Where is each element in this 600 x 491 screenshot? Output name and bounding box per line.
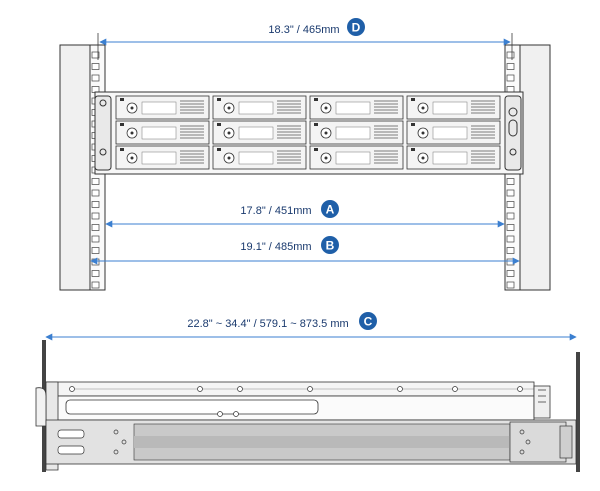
dimension-a-label: 17.8" / 451mm xyxy=(240,205,311,217)
dimension-b-label: 19.1" / 485mm xyxy=(240,241,311,253)
drive-bay xyxy=(406,145,501,170)
drive-bay xyxy=(309,145,404,170)
rear-post xyxy=(576,352,580,472)
drive-bay xyxy=(212,95,307,120)
drive-bay xyxy=(406,120,501,145)
drive-bay xyxy=(212,120,307,145)
dimension-b-letter: B xyxy=(326,239,335,253)
dimension-a-badge xyxy=(321,200,339,218)
dimension-c-letter: C xyxy=(364,315,373,329)
dimension-b-badge xyxy=(321,236,339,254)
drive-bay xyxy=(309,120,404,145)
drive-bay xyxy=(212,145,307,170)
inner-rail xyxy=(45,381,535,421)
dimension-a: 17.8" / 451mm A xyxy=(105,200,505,228)
drive-bay xyxy=(309,95,404,120)
outer-rail xyxy=(45,419,577,465)
dimension-d: 18.3" / 465mm D xyxy=(97,18,513,60)
front-view: 18.3" / 465mm D 17.8" / 451mm A 19.1" / … xyxy=(59,18,551,291)
dimension-d-letter: D xyxy=(352,21,361,35)
side-view: 22.8" ~ 34.4" / 579.1 ~ 873.5 mm C xyxy=(35,312,580,472)
dimension-c: 22.8" ~ 34.4" / 579.1 ~ 873.5 mm C xyxy=(45,312,577,341)
rear-cap xyxy=(533,385,551,419)
dimension-d-badge xyxy=(347,18,365,36)
dimension-a-letter: A xyxy=(326,203,335,217)
dimension-b: 19.1" / 485mm B xyxy=(90,236,520,265)
nas-chassis xyxy=(94,91,524,175)
dimension-c-label: 22.8" ~ 34.4" / 579.1 ~ 873.5 mm xyxy=(187,318,348,330)
dimension-c-badge xyxy=(359,312,377,330)
drive-bay xyxy=(115,145,210,170)
drive-bay xyxy=(115,120,210,145)
drive-bay xyxy=(115,95,210,120)
dimension-d-label: 18.3" / 465mm xyxy=(268,24,339,36)
drive-bay xyxy=(406,95,501,120)
